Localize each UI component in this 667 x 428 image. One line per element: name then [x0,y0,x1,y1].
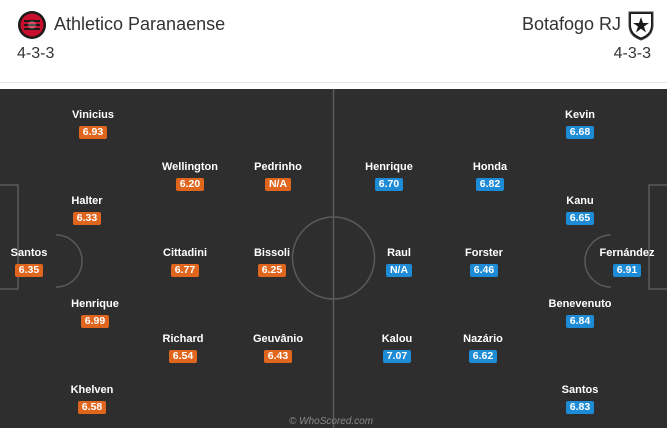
away-player-henrique[interactable]: Henrique 6.70 [349,161,429,191]
player-rating: 7.07 [382,350,412,363]
player-name: Santos [561,384,599,396]
away-player-honda[interactable]: Honda 6.82 [450,161,530,191]
player-name: Kalou [381,333,413,345]
away-player-benevenuto[interactable]: Benevenuto 6.84 [540,298,620,328]
player-name: Bissoli [253,247,291,259]
header-divider [0,82,667,83]
player-rating: N/A [264,178,292,191]
player-rating: 6.33 [72,212,102,225]
player-name: Forster [465,247,503,259]
player-rating: 6.82 [475,178,505,191]
pitch: Vinicius 6.93 Halter 6.33 Santos 6.35 He… [0,89,667,428]
athletico-crest-icon [18,11,46,39]
player-rating: 6.62 [468,350,498,363]
player-rating: 6.84 [565,315,595,328]
player-name: Henrique [365,161,413,173]
botafogo-crest-icon [628,11,654,41]
player-name: Cittadini [163,247,207,259]
player-name: Santos [10,247,48,259]
player-name: Raul [387,247,411,259]
away-player-kevin[interactable]: Kevin 6.68 [540,109,620,139]
player-name: Vinicius [72,109,114,121]
away-player-kalou[interactable]: Kalou 7.07 [357,333,437,363]
home-formation: 4-3-3 [17,45,55,62]
player-rating: 6.65 [565,212,595,225]
away-player-fernandez[interactable]: Fernández 6.91 [587,247,667,277]
player-name: Halter [71,195,103,207]
home-player-geuvanio[interactable]: Geuvânio 6.43 [238,333,318,363]
player-name: Nazário [463,333,503,345]
home-player-pedrinho[interactable]: Pedrinho N/A [238,161,318,191]
home-player-richard[interactable]: Richard 6.54 [143,333,223,363]
match-header: Athletico Paranaense 4-3-3 Botafogo RJ 4… [0,0,667,82]
home-player-halter[interactable]: Halter 6.33 [47,195,127,225]
player-name: Kevin [565,109,595,121]
player-name: Henrique [71,298,119,310]
home-player-cittadini[interactable]: Cittadini 6.77 [145,247,225,277]
pitch-lines [0,89,667,428]
player-name: Richard [162,333,204,345]
away-player-nazario[interactable]: Nazário 6.62 [443,333,523,363]
player-name: Pedrinho [254,161,302,173]
player-name: Kanu [566,195,594,207]
player-rating: N/A [385,264,413,277]
away-player-kanu[interactable]: Kanu 6.65 [540,195,620,225]
away-player-forster[interactable]: Forster 6.46 [444,247,524,277]
player-rating: 6.35 [14,264,44,277]
home-player-khelven[interactable]: Khelven 6.58 [52,384,132,414]
home-player-vinicius[interactable]: Vinicius 6.93 [53,109,133,139]
home-player-wellington[interactable]: Wellington 6.20 [150,161,230,191]
player-rating: 6.46 [469,264,499,277]
player-rating: 6.91 [612,264,642,277]
player-rating: 6.54 [168,350,198,363]
home-team-name[interactable]: Athletico Paranaense [54,14,226,34]
player-name: Wellington [161,161,218,173]
watermark: © WhoScored.com [289,416,374,427]
away-player-santos[interactable]: Santos 6.83 [540,384,620,414]
away-team-name[interactable]: Botafogo RJ [521,14,621,34]
player-rating: 6.43 [263,350,293,363]
player-name: Fernández [599,247,655,259]
player-name: Geuvânio [252,333,304,345]
home-player-henrique[interactable]: Henrique 6.99 [55,298,135,328]
player-rating: 6.70 [374,178,404,191]
player-rating: 6.93 [78,126,108,139]
player-rating: 6.58 [77,401,107,414]
player-rating: 6.77 [170,264,200,277]
player-name: Khelven [70,384,114,396]
player-rating: 6.99 [80,315,110,328]
away-formation: 4-3-3 [613,45,651,62]
home-player-santos[interactable]: Santos 6.35 [0,247,69,277]
player-name: Honda [472,161,508,173]
player-rating: 6.20 [175,178,205,191]
player-rating: 6.68 [565,126,595,139]
player-name: Benevenuto [548,298,612,310]
away-player-raul[interactable]: Raul N/A [359,247,439,277]
player-rating: 6.25 [257,264,287,277]
player-rating: 6.83 [565,401,595,414]
home-player-bissoli[interactable]: Bissoli 6.25 [232,247,312,277]
